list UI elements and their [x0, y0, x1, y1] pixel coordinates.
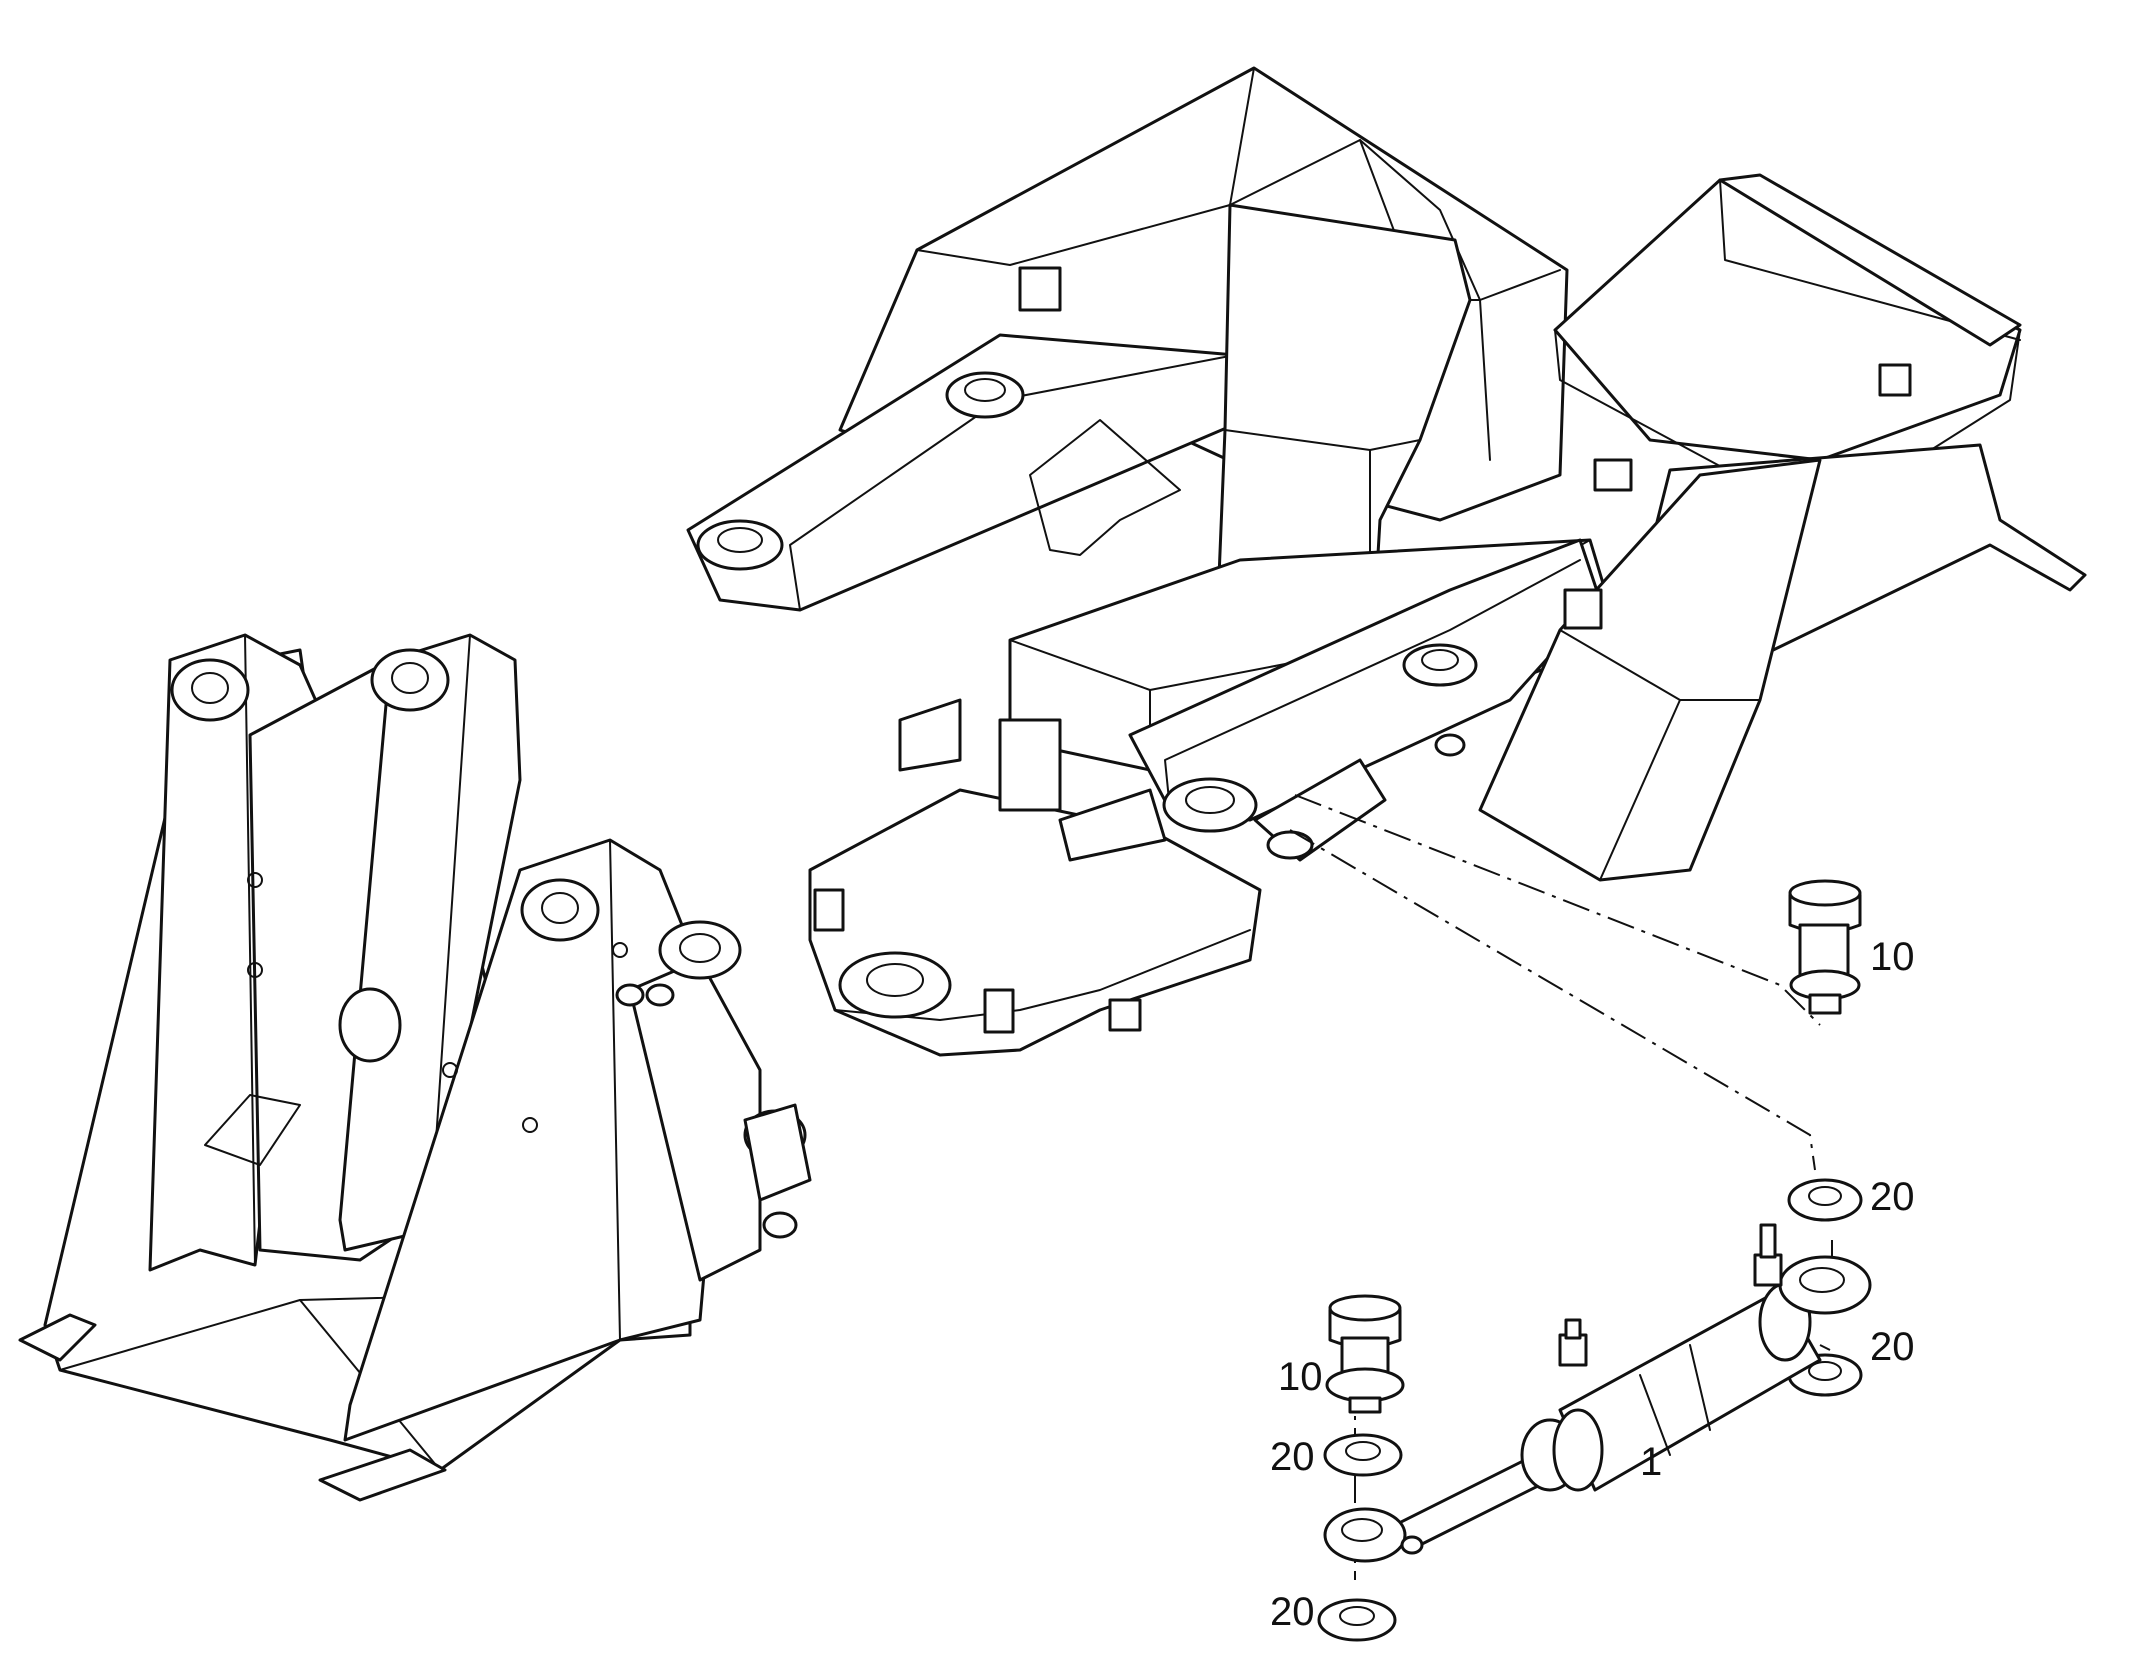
front-frame — [18, 633, 812, 1502]
washer-left-upper — [1323, 1433, 1403, 1477]
rear-frame — [686, 66, 2087, 1057]
callout-20-upper-right: 20 — [1870, 1175, 1915, 1219]
pin-lower — [1325, 1294, 1405, 1414]
callout-20-left-upper: 20 — [1270, 1435, 1315, 1479]
callout-10-lower: 10 — [1278, 1355, 1323, 1399]
callout-20-left-lower: 20 — [1270, 1590, 1315, 1634]
pin-upper — [1788, 879, 1862, 1015]
callout-10-upper: 10 — [1870, 935, 1915, 979]
washer-left-lower — [1317, 1598, 1397, 1642]
hydraulic-cylinder — [1323, 1223, 1872, 1563]
callout-20-lower-right: 20 — [1870, 1325, 1915, 1369]
washer-upper-right — [1787, 1178, 1863, 1222]
callout-1: 1 — [1640, 1440, 1662, 1484]
